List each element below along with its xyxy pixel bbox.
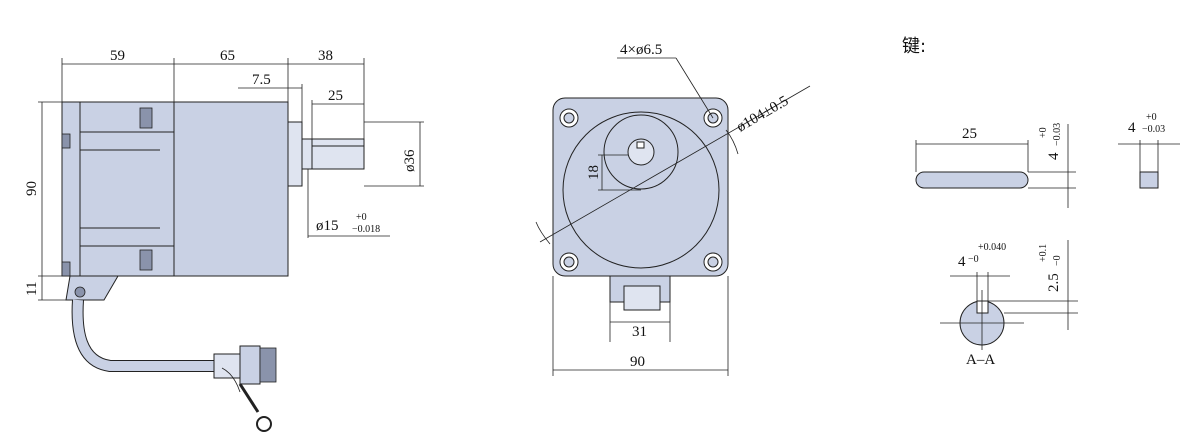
- key-view: 键: 25 4 +0 −0.03 4 +0 −0.03: [902, 36, 1180, 208]
- dim-25: 25: [328, 88, 343, 104]
- connector: [213, 353, 241, 379]
- dim-65: 65: [220, 48, 235, 64]
- key-end: [1139, 171, 1159, 189]
- dim-dia-15: ø15: [316, 218, 339, 234]
- slot-depth: 2.5: [1046, 273, 1062, 292]
- key-width-lower: −0.03: [1052, 123, 1063, 146]
- motor-body: [61, 101, 175, 277]
- front-view: ø104±0.5 4×ø6.5 18 31 90: [535, 42, 811, 376]
- dim-dia-36: ø36: [402, 149, 418, 172]
- dim-dia-15-lower: −0.018: [352, 224, 380, 235]
- key-body: [915, 171, 1029, 189]
- mounting-hole-bl: [559, 252, 579, 272]
- bolt-bottom: [139, 249, 153, 271]
- gearbox-nose: [287, 121, 303, 187]
- section-label: A–A: [966, 352, 995, 368]
- key-title: 键:: [902, 36, 926, 57]
- ring-terminal: [256, 416, 272, 432]
- cable: [71, 299, 214, 372]
- slot-width: 4: [958, 254, 966, 270]
- bolt-top: [139, 107, 153, 129]
- dim-59: 59: [110, 48, 125, 64]
- dim-38: 38: [318, 48, 333, 64]
- slot-lower: −0: [968, 254, 979, 265]
- dim-31: 31: [632, 324, 647, 340]
- dim-pcd: ø104±0.5: [734, 93, 791, 135]
- dim-11: 11: [24, 282, 40, 296]
- side-view: 59 65 38 7.5 25 90 11 ø36 ø15 +0 −0.018: [24, 48, 424, 432]
- mounting-hole-tl: [559, 108, 579, 128]
- output-shaft: [301, 138, 365, 170]
- slot-depth-lower: −0: [1052, 255, 1063, 266]
- dim-7-5: 7.5: [252, 72, 271, 88]
- key-width: 4: [1046, 152, 1062, 160]
- mounting-hole-br: [703, 252, 723, 272]
- slot-depth-upper: +0.1: [1038, 244, 1049, 262]
- section-view: 4 +0.040 −0 2.5 +0.1 −0 A–A: [940, 240, 1078, 368]
- dim-90-width: 90: [630, 354, 645, 370]
- dim-dia-15-upper: +0: [356, 212, 367, 223]
- key-width-upper: +0: [1038, 127, 1049, 138]
- slot-upper: +0.040: [978, 242, 1006, 253]
- gearbox-body: [173, 101, 289, 277]
- shaft-end: [627, 138, 655, 166]
- dim-90-height: 90: [24, 181, 40, 196]
- dim-holes: 4×ø6.5: [620, 42, 662, 58]
- key-end-lower: −0.03: [1142, 124, 1165, 135]
- key-length: 25: [962, 126, 977, 142]
- key-end-width: 4: [1128, 120, 1136, 136]
- cable-exit: [65, 275, 119, 301]
- dim-18: 18: [586, 165, 602, 180]
- key-end-upper: +0: [1146, 112, 1157, 123]
